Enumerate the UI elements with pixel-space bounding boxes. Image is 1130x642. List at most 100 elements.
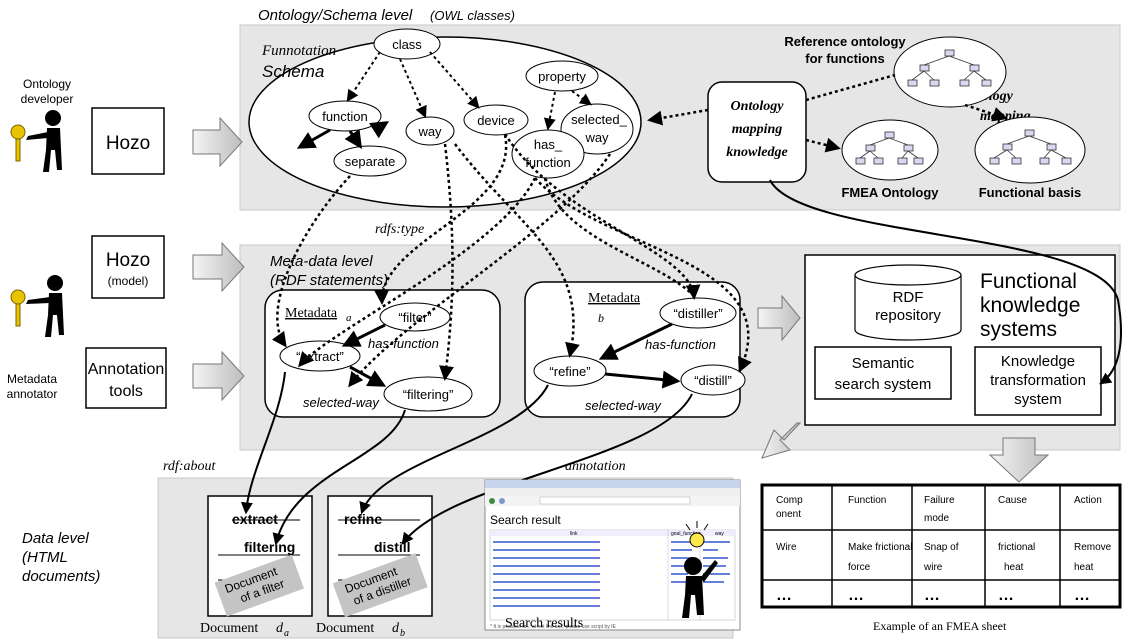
svg-text:property: property [538, 69, 586, 84]
fmea-r2b: force [848, 562, 871, 573]
annotation-links [240, 371, 693, 546]
fmea-r2: Make frictional [848, 542, 912, 553]
fmea-sheet-cells: Comp onent Function Failure mode Cause A… [776, 495, 1112, 573]
document-b-word-distill: distill [374, 539, 411, 555]
metadata-a-subscript: a [346, 312, 352, 324]
fmea-h5: Action [1074, 495, 1102, 506]
fmea-sheet-table [760, 483, 1122, 609]
reference-ontology-ellipse [893, 36, 1007, 108]
svg-text:class: class [392, 37, 422, 52]
svg-text:selected_: selected_ [571, 112, 627, 127]
annotation-tools-label-2: tools [109, 383, 143, 400]
fmea-sheet-caption: Example of an FMEA sheet [873, 619, 1007, 633]
functional-basis-label: Functional basis [979, 185, 1082, 200]
document-b-tag [332, 553, 428, 618]
svg-text:“filtering”: “filtering” [403, 387, 454, 402]
svg-text:“distill”: “distill” [694, 373, 732, 388]
fks-title-3: systems [980, 318, 1057, 341]
ontology-developer-label-1: Ontology [23, 77, 71, 91]
document-a-subscript: a [284, 628, 289, 639]
fmea-h3: Failure [924, 495, 955, 506]
metadata-annotator-figure [10, 275, 64, 337]
block-arrow-to-systems [757, 294, 801, 342]
schema-has-function-node: has_ function [511, 129, 585, 179]
schema-title-2: Schema [262, 62, 324, 81]
ontology-developer-figure [10, 110, 62, 172]
hozo-model-box [91, 235, 165, 299]
hozo-box [91, 107, 165, 175]
ontology-mapping-links [647, 73, 1008, 153]
fmea-dots-5: … [1074, 587, 1090, 604]
ontology-level-title: Ontology/Schema level [258, 7, 413, 24]
search-result-rows[interactable] [493, 541, 730, 607]
fmea-ontology-ellipse [841, 119, 939, 181]
thinking-person-figure [682, 521, 718, 618]
data-level-title: Data level [22, 530, 89, 547]
fmea-r3: Snap of [924, 542, 959, 553]
data-level-subtitle-2: documents) [22, 568, 100, 585]
svg-text:“filter”: “filter” [398, 310, 431, 325]
schema-device-node: device [463, 104, 529, 136]
rdfs-type-links [271, 133, 752, 388]
reference-ontology-label-1: Reference ontology [784, 34, 906, 49]
block-arrow-hozo-model [192, 241, 245, 293]
rdf-about-label: rdf:about [163, 459, 216, 474]
schema-way-node: way [405, 116, 455, 146]
document-a-word-filtering: filtering [244, 539, 295, 555]
filtering-node: “filtering” [383, 376, 473, 412]
functional-basis-ellipse [974, 116, 1086, 184]
schema-function-node: function [308, 100, 382, 132]
metadata-a-link-2 [349, 365, 387, 387]
block-arrow-annotation [192, 350, 245, 402]
filter-node: “filter” [379, 302, 451, 332]
fmea-ontology-label: FMEA Ontology [841, 185, 939, 200]
document-b-caption: Document [316, 621, 374, 636]
omk-label-3: knowledge [726, 145, 787, 160]
svg-text:way: way [417, 124, 442, 139]
metadata-a-selected-way: selected-way [303, 395, 380, 410]
fmea-h1b: onent [776, 509, 801, 520]
document-a-word-extract: extract [232, 511, 278, 527]
semantic-search-label-2: search system [835, 376, 932, 393]
schema-title-1: Funnotation [261, 43, 336, 59]
ontology-level-subtitle: (OWL classes) [430, 8, 515, 23]
svg-text:way: way [584, 130, 609, 145]
kt-label-2: transformation [990, 372, 1086, 389]
svg-text:“extract”: “extract” [296, 349, 344, 364]
kt-label-3: system [1014, 391, 1062, 408]
rdfs-type-label: rdfs:type [375, 222, 424, 237]
metadata-level-subtitle: (RDF statements) [270, 272, 388, 289]
svg-text:“refine”: “refine” [549, 364, 590, 379]
fmea-dots-3: … [924, 587, 940, 604]
rdf-repository-cylinder [854, 264, 962, 341]
fks-title-2: knowledge [980, 294, 1080, 317]
rdf-repository-label-1: RDF [893, 289, 924, 306]
block-arrow-to-fmea [988, 437, 1050, 483]
metadata-level-title: Meta-data level [270, 253, 373, 270]
extract-node: “extract” [279, 340, 361, 372]
metadata-a-link-1 [341, 323, 386, 347]
annotation-label: annotation [565, 459, 626, 474]
document-b-d: d [392, 621, 400, 636]
svg-text:has_: has_ [534, 137, 563, 152]
fmea-dots-2: … [848, 587, 864, 604]
omk-label-2: mapping [732, 122, 783, 137]
svg-text:function: function [322, 109, 368, 124]
knowledge-transformation-system-box [974, 346, 1102, 416]
search-col-goal: goal_function [671, 531, 701, 537]
fmea-dots-1: … [776, 587, 792, 604]
fmea-r4: frictional [998, 542, 1035, 553]
distiller-node: “distiller” [659, 297, 737, 329]
fmea-h1: Comp [776, 495, 803, 506]
distill-node: “distill” [680, 364, 746, 396]
metadata-b-subscript: b [598, 311, 604, 325]
svg-text:function: function [525, 155, 571, 170]
search-col-link: link [570, 531, 578, 537]
fmea-r4b: heat [1004, 562, 1024, 573]
fmea-r5: Remove [1074, 542, 1112, 553]
metadata-a-has-function: has-function [368, 336, 439, 351]
semantic-search-label-1: Semantic [852, 355, 915, 372]
document-a-caption: Document [200, 621, 258, 636]
svg-text:device: device [477, 113, 515, 128]
